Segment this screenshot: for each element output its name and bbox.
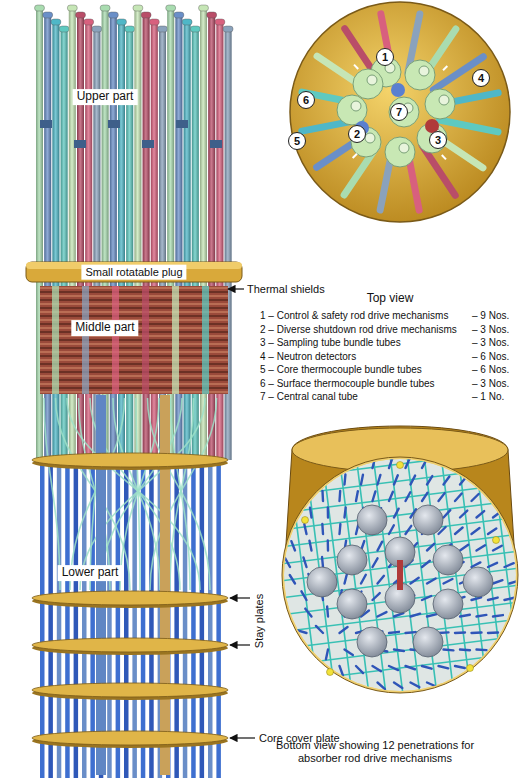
- key-item: 6 – Surface thermocouple bundle tubes: [260, 378, 435, 390]
- key-count: – 3 Nos.: [472, 324, 509, 336]
- lower-part-rods: [40, 395, 221, 778]
- key-item: 1 – Control & safety rod drive mechanism…: [260, 310, 448, 322]
- part-label: Middle part: [71, 320, 138, 336]
- view-caption: Bottom view showing 12 penetrations for …: [268, 739, 483, 764]
- callout-number: 3: [429, 131, 447, 149]
- callout-text: 1: [382, 51, 388, 63]
- callout-text: 2: [354, 128, 360, 140]
- key-count: – 6 Nos.: [472, 351, 509, 363]
- view-title: Top view: [367, 292, 414, 306]
- core-cover-plate: [32, 731, 228, 748]
- stay-plate: [32, 638, 228, 655]
- part-label: Lower part: [58, 565, 123, 581]
- bottom-view: [280, 426, 531, 695]
- upper-part-tubes: [35, 5, 234, 460]
- callout-text: 5: [294, 135, 300, 147]
- callout-text: 6: [303, 94, 309, 106]
- stay-plate: [32, 683, 228, 700]
- callout-number: 6: [297, 91, 315, 109]
- callout-text: 3: [435, 134, 441, 146]
- support-ring: [32, 453, 228, 470]
- part-label: Upper part: [73, 89, 138, 105]
- callout-number: 1: [376, 48, 394, 66]
- leader-arrow: [230, 597, 250, 598]
- part-label: Stay plates: [253, 594, 266, 648]
- top-view: [290, 2, 510, 222]
- callout-text: 7: [396, 106, 402, 118]
- small-rotatable-plug: [26, 262, 242, 282]
- key-count: – 3 Nos.: [472, 378, 509, 390]
- leader-arrow: [228, 288, 244, 289]
- key-item: 5 – Core thermocouple bundle tubes: [260, 364, 422, 376]
- thermal-shields: [40, 286, 228, 394]
- stay-plate: [32, 591, 228, 608]
- key-count: – 3 Nos.: [472, 337, 509, 349]
- callout-number: 5: [288, 132, 306, 150]
- key-item: 2 – Diverse shutdown rod drive mechanism…: [260, 324, 457, 336]
- callout-number: 4: [472, 69, 490, 87]
- leader-arrow: [230, 737, 255, 738]
- key-count: – 1 No.: [472, 391, 504, 403]
- key-count: – 9 Nos.: [472, 310, 509, 322]
- key-item: 4 – Neutron detectors: [260, 351, 356, 363]
- leader-arrow: [230, 644, 250, 645]
- callout-number: 2: [348, 125, 366, 143]
- part-label: Small rotatable plug: [81, 265, 186, 280]
- key-item: 7 – Central canal tube: [260, 391, 358, 403]
- part-label: Thermal shields: [247, 283, 325, 296]
- key-count: – 6 Nos.: [472, 364, 509, 376]
- callout-text: 4: [478, 72, 484, 84]
- callout-number: 7: [390, 103, 408, 121]
- key-item: 3 – Sampling tube bundle tubes: [260, 337, 401, 349]
